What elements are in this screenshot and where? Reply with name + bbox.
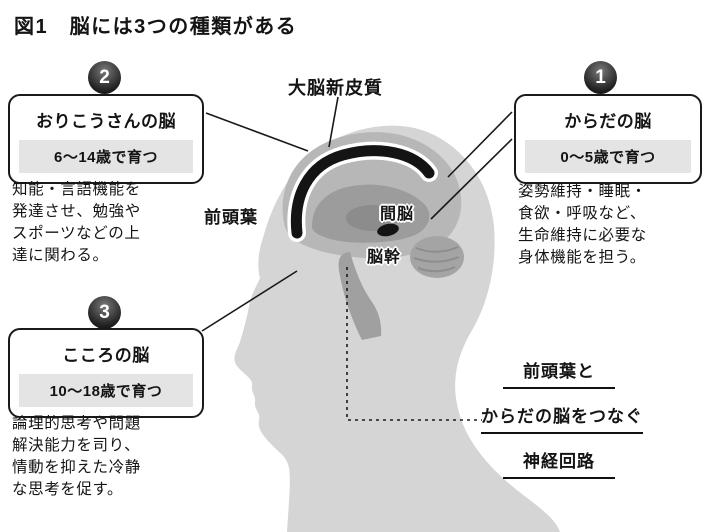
leader-box1-lower: [430, 138, 513, 220]
callout-body-brain-title: からだの脳: [564, 112, 652, 131]
leader-neocortex: [328, 96, 339, 148]
callout-body-brain-age: 0〜5歳で育つ: [525, 140, 691, 173]
label-diencephalon: 間脳: [380, 206, 415, 223]
callout-mind-brain-age: 10〜18歳で育つ: [19, 374, 193, 407]
brainstem-shape: [338, 252, 382, 340]
figure-title: 図1 脳には3つの種類がある: [14, 16, 298, 38]
badge-1: 1: [584, 61, 617, 94]
callout-mind-brain: こころの脳 10〜18歳で育つ: [8, 328, 204, 418]
badge-2: 2: [88, 61, 121, 94]
callout-mind-brain-title: こころの脳: [62, 346, 150, 365]
callout-mind-brain-desc: 論理的思考や問題 解決能力を司り、 情動を抑えた冷静 な思考を促す。: [12, 415, 141, 498]
thalamus-region: [346, 205, 398, 231]
dashed-connector: [346, 267, 482, 421]
circuit-note-line1: 前頭葉と: [503, 357, 615, 389]
circuit-note-line3: 神経回路: [503, 447, 615, 479]
label-frontal-lobe: 前頭葉: [204, 208, 258, 227]
callout-smart-brain: おりこうさんの脳 6〜14歳で育つ: [8, 94, 204, 184]
label-neocortex: 大脳新皮質: [288, 78, 383, 98]
diencephalon-dot: [377, 223, 399, 237]
callout-body-brain: からだの脳 0〜5歳で育つ: [514, 94, 702, 184]
leader-box3-to-brain: [201, 270, 298, 332]
leader-box1-upper: [447, 111, 513, 178]
callout-smart-brain-age: 6〜14歳で育つ: [19, 140, 193, 173]
cerebellum-folds: [413, 246, 460, 273]
badge-3: 3: [88, 296, 121, 329]
callout-body-brain-desc: 姿勢維持・睡眠・ 食欲・呼吸など、 生命維持に必要な 身体機能を担う。: [518, 183, 647, 266]
circuit-note-line2: からだの脳をつなぐ: [481, 402, 643, 434]
cerebellum: [410, 236, 464, 278]
callout-smart-brain-title: おりこうさんの脳: [36, 112, 176, 131]
callout-smart-brain-desc: 知能・言語機能を 発達させ、勉強や スポーツなどの上 達に関わる。: [12, 181, 141, 264]
leader-box2-to-brain: [205, 112, 309, 152]
label-brainstem: 脳幹: [367, 249, 402, 266]
neural-circuit-curve: [290, 145, 435, 239]
